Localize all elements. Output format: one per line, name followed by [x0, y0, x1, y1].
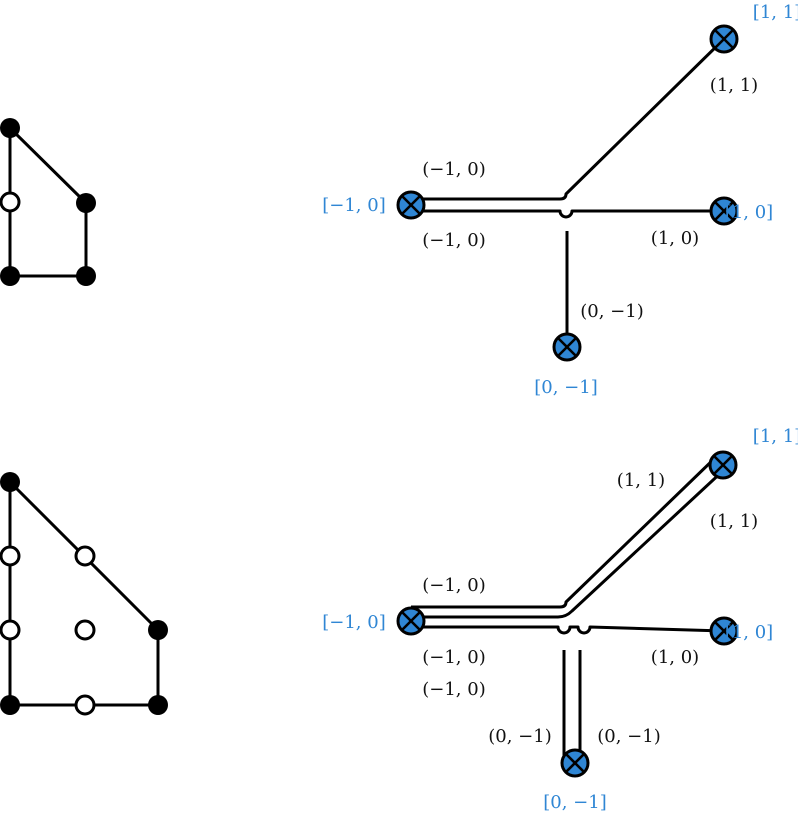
- bottom-web-node-left: [396, 606, 426, 636]
- bottom-lattice-point-black: [148, 620, 168, 640]
- top-marker-label-left: [−1, 0]: [322, 195, 385, 216]
- bottom-web-strand-2: [411, 466, 728, 619]
- bottom-lattice-point-white: [74, 694, 96, 716]
- bottom-lattice-point-white: [0, 545, 21, 567]
- bottom-edge-label-right: (1, 0): [651, 647, 699, 668]
- top-web-node-left: [396, 190, 426, 220]
- top-edge-label-lower-left: (−1, 0): [422, 230, 485, 251]
- bottom-edge-label-diagonal-lower: (1, 1): [710, 511, 758, 532]
- top-web: [411, 37, 726, 346]
- bottom-lattice-point-black: [0, 472, 20, 492]
- top-edge-label-diagonal: (1, 1): [710, 75, 758, 96]
- bottom-polygon: [8, 480, 160, 707]
- bottom-web-node-bottom: [560, 748, 590, 778]
- bottom-web-strand-1: [411, 456, 717, 609]
- top-web-node-top: [709, 24, 739, 54]
- bottom-web-node-top: [708, 450, 738, 480]
- top-web-leg-upper-left: [411, 37, 726, 201]
- top-edge-label-down: (0, −1): [580, 301, 643, 322]
- bottom-polygon-dots: [0, 472, 168, 716]
- bottom-lattice-point-black: [148, 695, 168, 715]
- bottom-lattice-point-white: [74, 545, 96, 567]
- bottom-edge-label-lower-left-1: (−1, 0): [422, 647, 485, 668]
- top-web-node-bottom: [552, 332, 582, 362]
- top-marker-label-right: [1, 0]: [725, 202, 773, 223]
- bottom-lattice-point-white: [74, 619, 96, 641]
- bottom-edge-label-diagonal-upper: (1, 1): [617, 470, 665, 491]
- top-marker-label-top: [1, 1]: [753, 2, 798, 23]
- top-lattice-point-black: [0, 266, 20, 286]
- top-marker-label-bottom: [0, −1]: [534, 377, 597, 398]
- bottom-marker-label-top: [1, 1]: [753, 426, 798, 447]
- bottom-edge-label-upper-left: (−1, 0): [422, 575, 485, 596]
- bottom-marker-label-bottom: [0, −1]: [543, 792, 606, 813]
- bottom-lattice-point-black: [0, 695, 20, 715]
- top-polygon-edge-diagonal: [8, 126, 88, 205]
- bottom-web-strand-3: [411, 625, 725, 635]
- top-edge-label-right: (1, 0): [651, 228, 699, 249]
- top-lattice-point-black: [76, 266, 96, 286]
- bottom-edge-label-down-left: (0, −1): [488, 726, 551, 747]
- bottom-lattice-point-white: [0, 619, 21, 641]
- bottom-web: [411, 456, 728, 758]
- top-edge-label-upper-left: (−1, 0): [422, 159, 485, 180]
- top-polygon: [8, 126, 88, 278]
- top-lattice-point-white: [0, 191, 21, 213]
- top-lattice-point-black: [0, 118, 20, 138]
- bottom-edge-label-down-right: (0, −1): [597, 726, 660, 747]
- bottom-marker-label-right: [1, 0]: [725, 622, 773, 643]
- bottom-edge-label-lower-left-2: (−1, 0): [422, 679, 485, 700]
- top-polygon-dots: [0, 118, 96, 286]
- top-web-leg-lower-left: [411, 209, 724, 219]
- bottom-marker-label-left: [−1, 0]: [322, 612, 385, 633]
- top-lattice-point-black: [76, 193, 96, 213]
